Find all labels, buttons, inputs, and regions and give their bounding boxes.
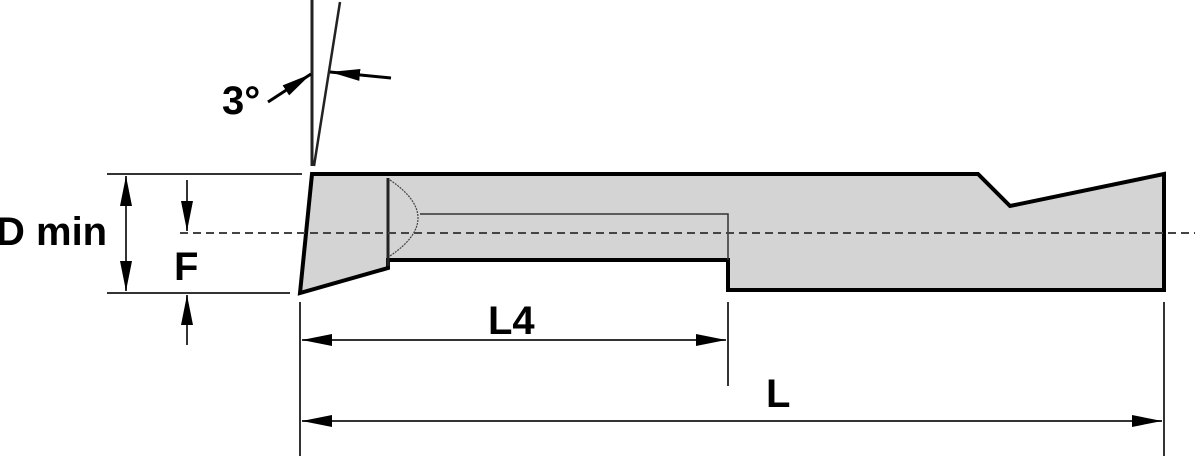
angle-arrow-left: [267, 72, 312, 104]
f-label: F: [174, 245, 198, 289]
dmin-label: D min: [0, 210, 107, 254]
angle-arrow-right: [329, 68, 392, 81]
chip-arc: [389, 179, 419, 257]
l-label: L: [766, 372, 790, 416]
angle-slant-line: [312, 1, 342, 167]
neck-outline: [420, 213, 729, 260]
angle-label: 3°: [222, 79, 260, 123]
l4-label: L4: [488, 299, 535, 343]
